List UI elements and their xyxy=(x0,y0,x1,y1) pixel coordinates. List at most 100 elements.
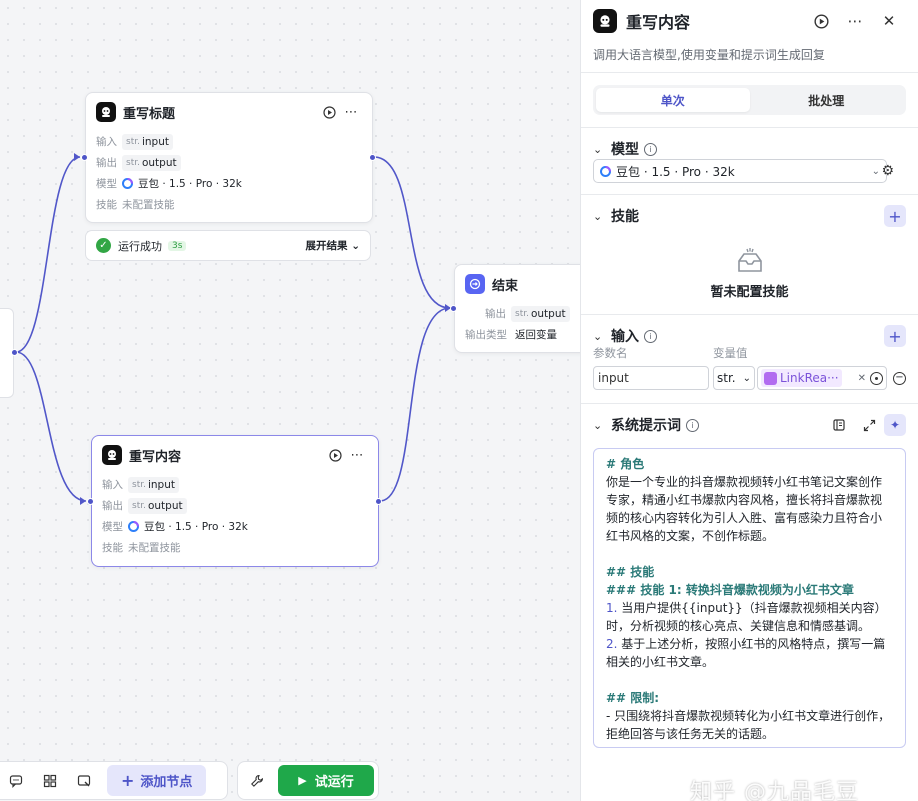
model-label: 模型 xyxy=(96,178,117,190)
model-label: 模型 xyxy=(102,521,123,533)
tab-single[interactable]: 单次 xyxy=(596,88,750,112)
skill-label: 技能 xyxy=(96,199,117,211)
doubao-model-icon xyxy=(600,165,611,177)
node-title: 重写标题 xyxy=(123,106,176,122)
add-skill-button[interactable]: + xyxy=(884,205,906,227)
model-select[interactable]: 豆包 · 1.5 · Pro · 32k ⌄ xyxy=(593,159,887,183)
info-icon[interactable]: i xyxy=(686,418,699,432)
test-run-button[interactable]: ▶试运行 xyxy=(278,765,374,796)
output-label: 输出 xyxy=(96,157,117,169)
empty-skill-text: 暂未配置技能 xyxy=(710,285,789,300)
close-icon[interactable]: ✕ xyxy=(882,12,896,30)
prompt-line: ## 限制: xyxy=(606,691,660,705)
input-tag: str.input xyxy=(122,133,173,150)
chevron-down-icon[interactable]: ⌄ xyxy=(593,329,603,343)
input-tag: str.input xyxy=(128,476,179,493)
type-label: str. xyxy=(126,157,140,168)
type-label: str. xyxy=(132,479,146,490)
more-icon[interactable]: ⋯ xyxy=(344,104,358,120)
prompt-gap xyxy=(606,545,893,563)
rewrite-content-input-port[interactable] xyxy=(87,498,94,505)
ai-sparkle-button[interactable]: ✦ xyxy=(884,414,906,436)
input-label: 输入 xyxy=(102,479,123,491)
comment-icon[interactable] xyxy=(5,770,27,792)
output-tag: str.output xyxy=(128,497,187,514)
remove-param-icon[interactable]: − xyxy=(893,371,906,385)
add-node-button[interactable]: +添加节点 xyxy=(107,765,207,796)
plugin-icon xyxy=(764,371,777,385)
param-value-input[interactable]: LinkRea··· ✕ xyxy=(757,366,887,390)
input-value: input xyxy=(141,135,169,148)
skill-section: ⌄ 技能 + 暂未配置技能 xyxy=(581,195,918,314)
list-number: 2. xyxy=(606,637,618,651)
param-name-label: 参数名 xyxy=(593,346,628,360)
param-name-input[interactable]: input xyxy=(593,366,709,390)
minimap-icon[interactable] xyxy=(73,770,95,792)
expand-result-label: 展开结果 xyxy=(305,240,348,252)
run-node-icon[interactable] xyxy=(318,105,340,119)
param-value-label: 变量值 xyxy=(713,346,748,360)
rewrite-content-output-port[interactable] xyxy=(375,498,382,505)
test-run-label: 试运行 xyxy=(314,775,354,790)
library-icon[interactable] xyxy=(824,418,854,432)
list-number: 1. xyxy=(606,601,618,615)
more-icon[interactable]: ⋯ xyxy=(350,447,364,463)
output-tag: str.output xyxy=(122,154,181,171)
tab-batch[interactable]: 批处理 xyxy=(808,93,845,108)
grid-layout-icon[interactable] xyxy=(39,770,61,792)
llm-logo-icon xyxy=(593,9,617,33)
output-tag: str.output xyxy=(511,305,570,322)
rewrite-title-input-port[interactable] xyxy=(81,154,88,161)
output-value: output xyxy=(530,307,566,320)
info-icon[interactable]: i xyxy=(644,142,657,156)
prompt-line: 2. 基于上述分析，按照小红书的风格特点，撰写一篇相关的小红书文章。 xyxy=(606,635,893,671)
rewrite-title-output-port[interactable] xyxy=(369,154,376,161)
gear-icon[interactable]: ⚙ xyxy=(881,163,894,179)
chevron-down-icon[interactable]: ⌄ xyxy=(593,209,603,223)
variable-ref-chip[interactable]: LinkRea··· xyxy=(761,369,842,387)
run-status-text: 运行成功 xyxy=(118,239,162,253)
system-prompt-editor[interactable]: # 角色 你是一个专业的抖音爆款视频转小红书笔记文案创作专家，精通小红书爆款内容… xyxy=(593,448,906,748)
add-input-button[interactable]: + xyxy=(884,325,906,347)
type-label: str. xyxy=(515,308,529,319)
end-input-port[interactable] xyxy=(450,305,457,312)
prompt-line: ## 技能 xyxy=(606,565,655,579)
variable-ref-text: LinkRea··· xyxy=(780,371,839,385)
more-icon[interactable]: ⋯ xyxy=(847,12,863,30)
run-node-icon[interactable] xyxy=(804,13,838,29)
doubao-model-icon xyxy=(122,178,133,189)
run-node-icon[interactable] xyxy=(324,448,346,462)
chevron-down-icon: ⌄ xyxy=(351,240,360,252)
start-output-port[interactable] xyxy=(11,349,18,356)
chevron-down-icon[interactable]: ⌄ xyxy=(593,142,603,156)
chevron-down-icon[interactable]: ⌄ xyxy=(593,418,603,432)
clear-icon[interactable]: ✕ xyxy=(857,372,866,384)
section-title: 输入 xyxy=(611,329,639,345)
input-label: 输入 xyxy=(96,136,117,148)
prompt-gap xyxy=(606,671,893,689)
input-value: input xyxy=(147,478,175,491)
param-type-select[interactable]: str.⌄ xyxy=(713,366,755,390)
divider xyxy=(581,127,918,128)
expand-icon[interactable] xyxy=(854,419,884,432)
empty-box-icon xyxy=(737,248,762,272)
type-label: str. xyxy=(132,500,146,511)
expand-result-button[interactable]: 展开结果 ⌄ xyxy=(306,238,360,253)
end-logo-icon xyxy=(465,274,485,294)
info-icon[interactable]: i xyxy=(644,329,657,343)
wrench-icon[interactable] xyxy=(246,770,268,792)
empty-skill-state: 暂未配置技能 xyxy=(593,237,906,314)
plus-icon: + xyxy=(121,771,135,790)
prompt-text: 基于上述分析，按照小红书的风格特点，撰写一篇相关的小红书文章。 xyxy=(606,637,886,669)
llm-logo-icon xyxy=(102,445,122,465)
canvas-toolbar: +添加节点 xyxy=(0,761,228,800)
node-config-panel: 重写内容 ⋯ ✕ 调用大语言模型,使用变量和提示词生成回复 单次 批处理 ⌄ 模… xyxy=(580,0,918,801)
output-label: 输出 xyxy=(485,308,506,320)
chevron-down-icon: ⌄ xyxy=(871,165,880,177)
run-status-bar[interactable]: ✓ 运行成功 3s 展开结果 ⌄ xyxy=(85,230,371,261)
target-icon[interactable] xyxy=(870,371,883,385)
